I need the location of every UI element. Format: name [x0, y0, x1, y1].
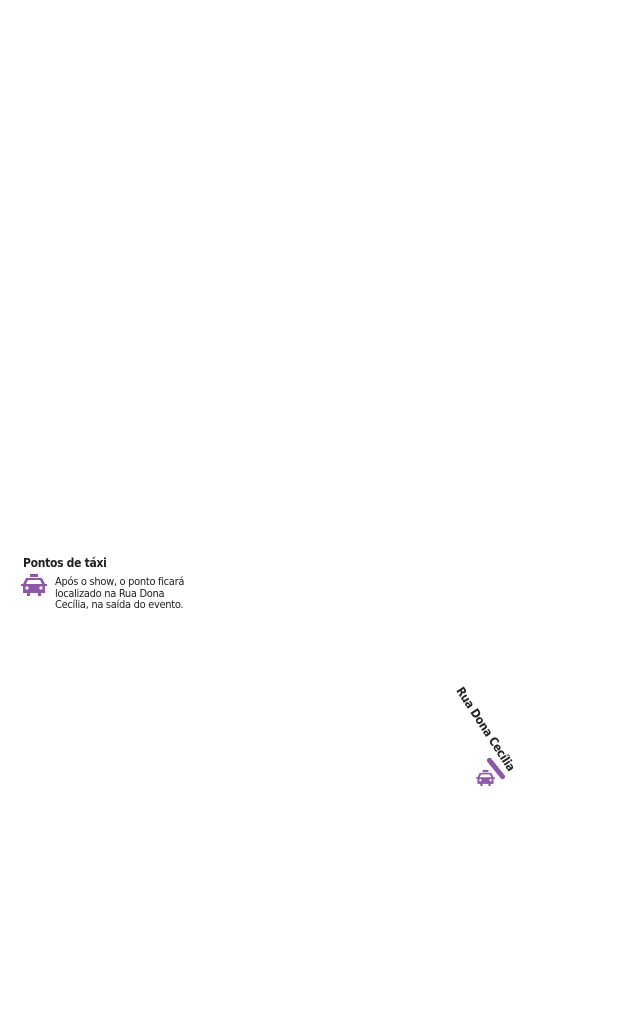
- taxi-icon: [21, 574, 47, 596]
- legend-description: Após o show, o ponto ficará localizado n…: [55, 575, 185, 611]
- legend-title: Pontos de táxi: [23, 556, 107, 570]
- taxi-icon: [476, 769, 495, 787]
